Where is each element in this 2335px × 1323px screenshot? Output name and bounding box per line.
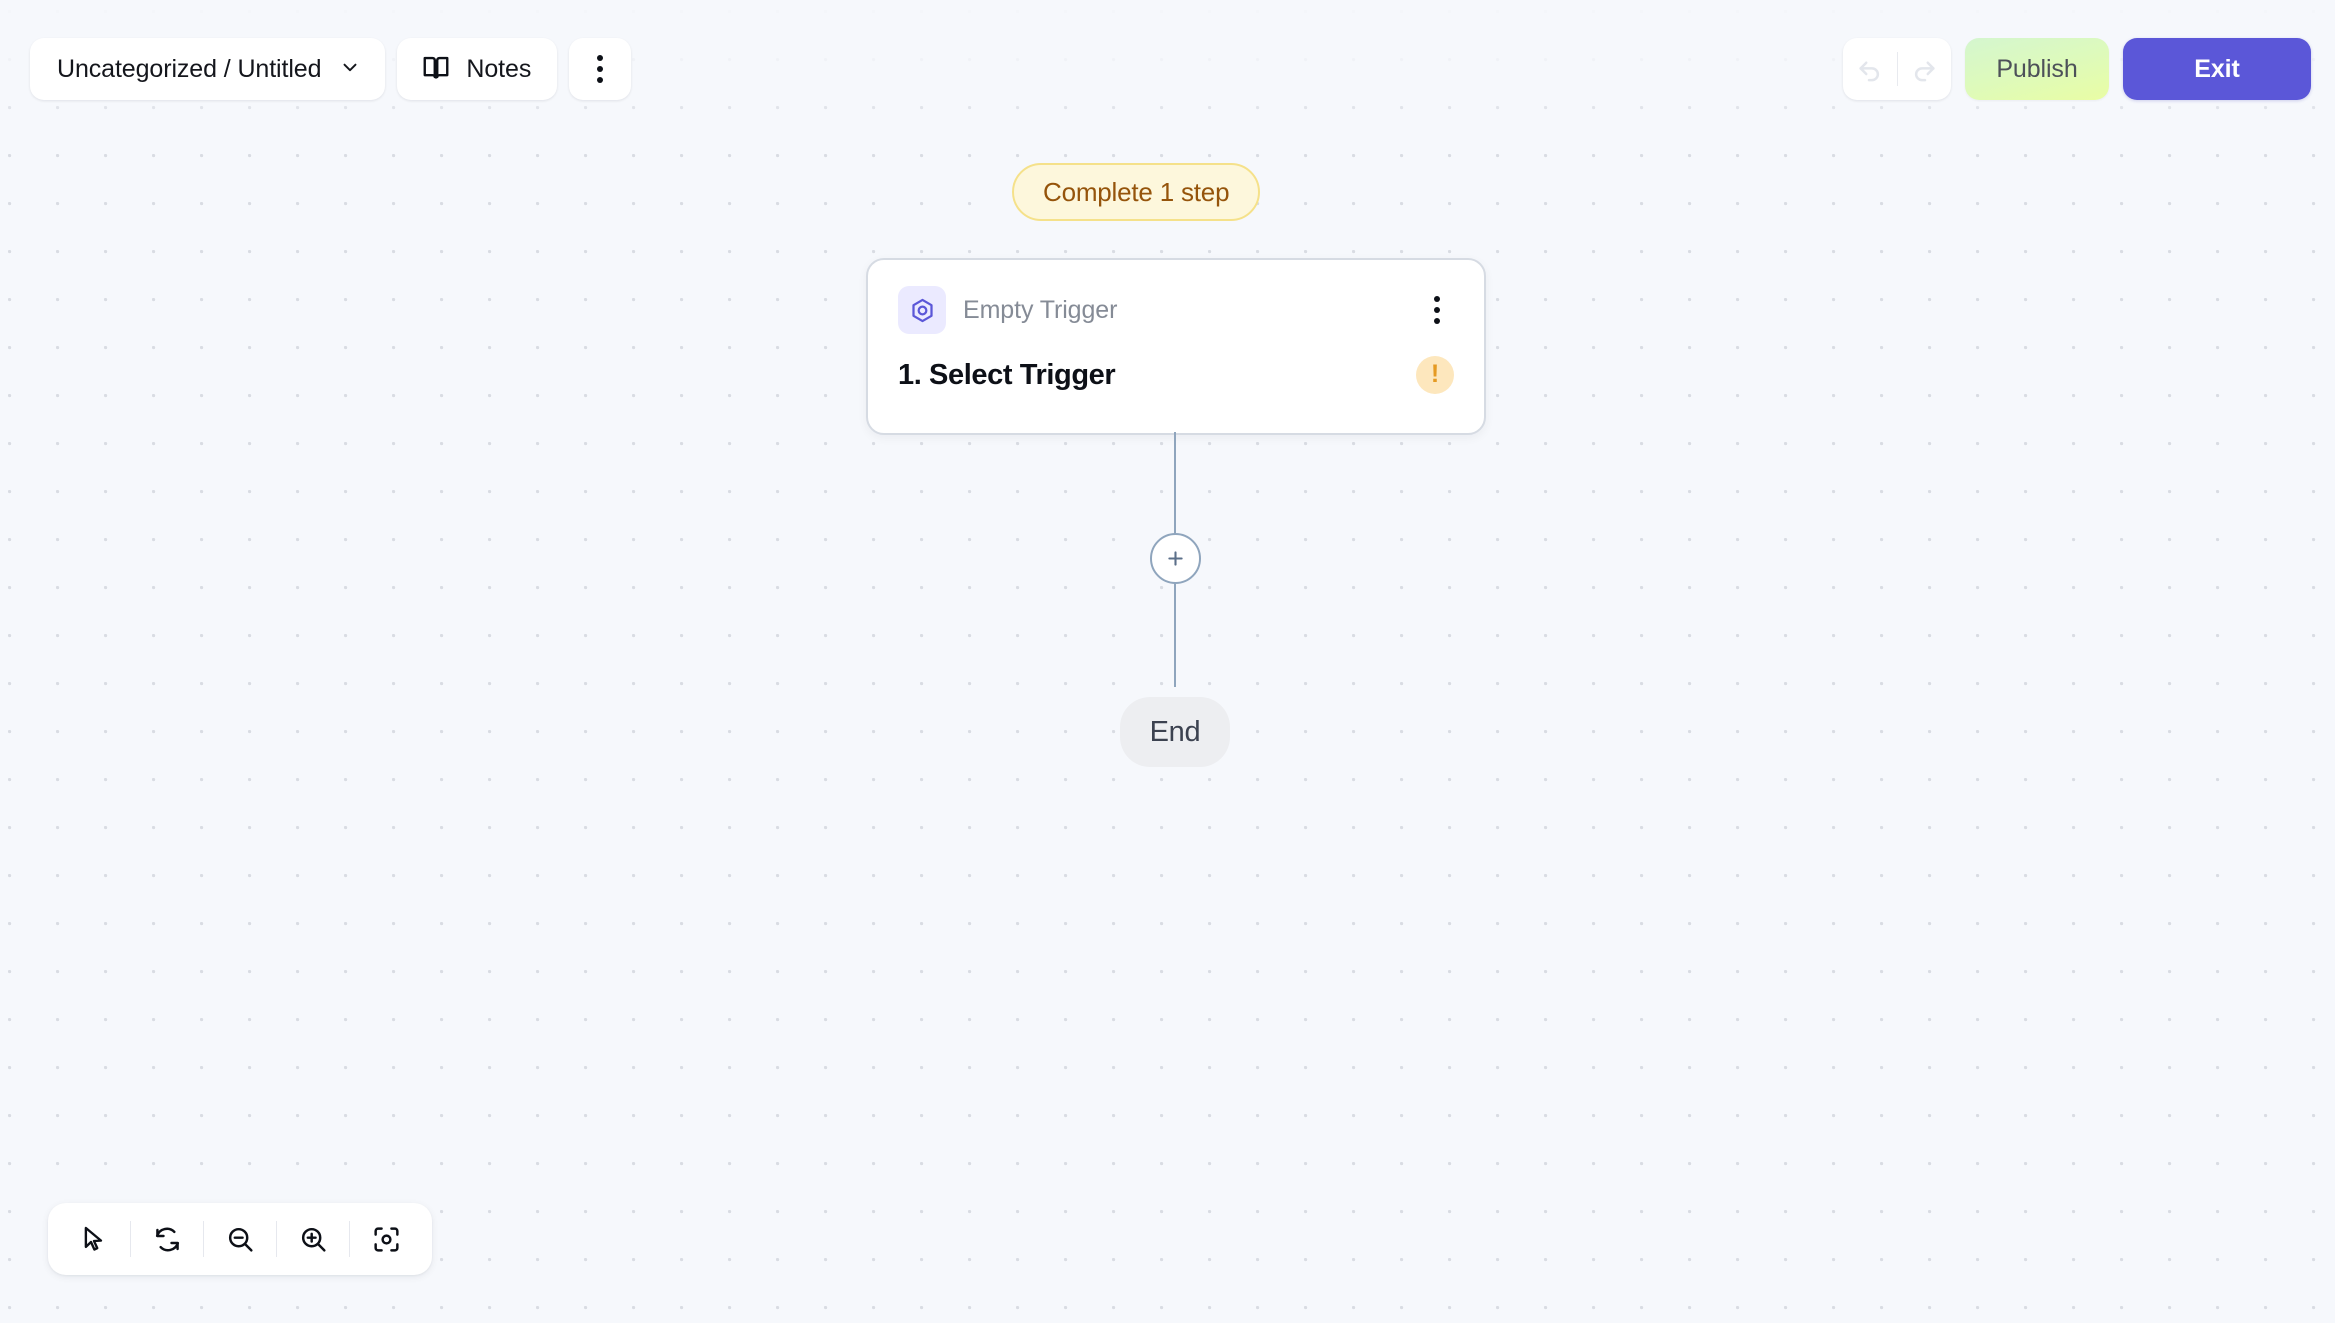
end-node-label: End [1149,715,1201,748]
publish-button[interactable]: Publish [1965,38,2109,100]
breadcrumb-label: Uncategorized / Untitled [57,54,322,83]
toolbar-divider [349,1221,350,1257]
toolbar-divider [276,1221,277,1257]
hexagon-target-icon [898,286,946,334]
trigger-node-card[interactable]: Empty Trigger 1. Select Trigger ! [866,258,1486,435]
more-vertical-dots [1434,296,1440,324]
undo-arrow-icon [1859,61,1880,82]
fit-view-tool-button[interactable] [350,1203,422,1275]
warning-exclamation-icon[interactable]: ! [1416,356,1454,394]
header-more-menu-button[interactable] [569,38,632,100]
zoom-in-tool-button[interactable] [277,1203,349,1275]
cursor-arrow-icon [84,1226,103,1251]
plus-icon [1168,551,1183,566]
breadcrumb-dropdown[interactable]: Uncategorized / Untitled [30,38,386,100]
book-open-icon [421,52,451,87]
more-vertical-icon [597,55,604,83]
trigger-node-title-row: 1. Select Trigger ! [898,356,1454,394]
exit-button[interactable]: Exit [2123,38,2311,100]
focus-frame-icon [373,1226,399,1252]
history-divider [1896,52,1898,86]
refresh-icon [155,1227,179,1251]
history-controls [1843,38,1951,100]
zoom-in-icon [301,1227,326,1252]
zoom-out-icon [228,1227,253,1252]
redo-button[interactable] [1898,38,1951,100]
chevron-down-icon [339,56,361,83]
reset-tool-button[interactable] [131,1203,203,1275]
canvas-toolbar [48,1203,432,1275]
more-vertical-icon[interactable] [1420,290,1454,330]
undo-button[interactable] [1844,38,1897,100]
trigger-node-title: 1. Select Trigger [898,358,1116,391]
header-right-group: Publish Exit [1843,38,2311,100]
status-badge[interactable]: Complete 1 step [1012,163,1261,221]
toolbar-divider [130,1221,131,1257]
add-step-button[interactable] [1150,533,1201,584]
notes-label: Notes [466,54,532,83]
notes-button[interactable]: Notes [397,38,558,100]
trigger-node-header: Empty Trigger [898,286,1454,334]
redo-arrow-icon [1914,61,1935,82]
end-node[interactable]: End [1120,697,1230,767]
select-tool-button[interactable] [58,1203,130,1275]
warning-exclamation-glyph: ! [1430,359,1440,388]
toolbar-divider [203,1221,204,1257]
edge-add-to-end [1174,578,1176,687]
trigger-type-label: Empty Trigger [963,295,1118,324]
edge-trigger-to-add [1174,432,1176,541]
zoom-out-tool-button[interactable] [204,1203,276,1275]
header-left-group: Uncategorized / Untitled Notes [30,38,632,100]
